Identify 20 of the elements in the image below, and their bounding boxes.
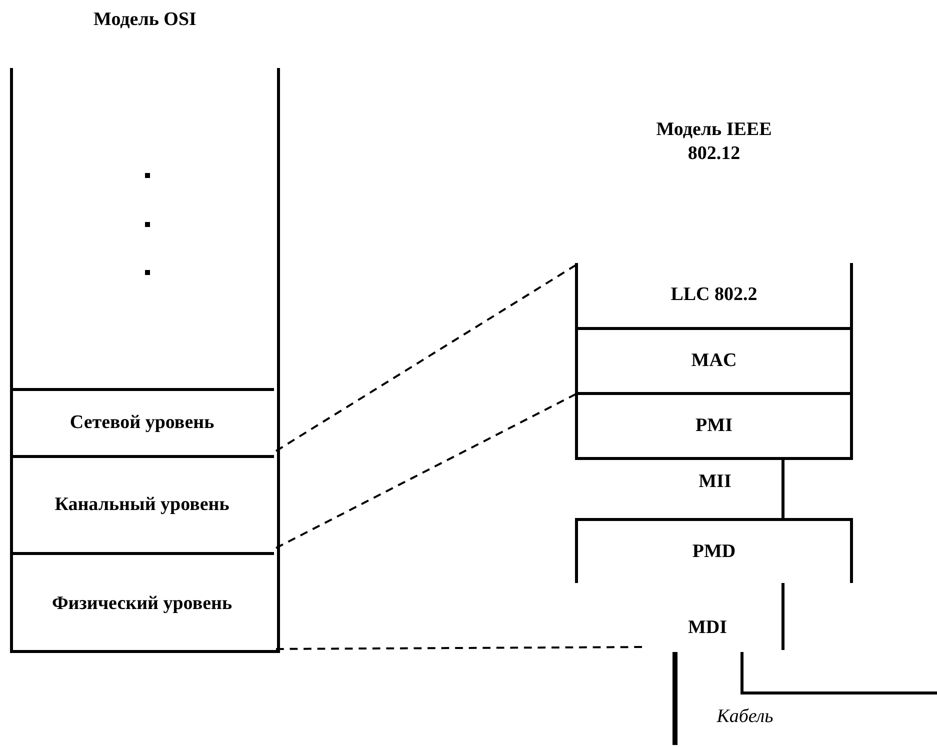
layer-label: MAC — [690, 349, 738, 373]
cable-label: Кабель — [716, 705, 774, 729]
layer-label: Физический уровень — [50, 592, 234, 616]
layer-label: Канальный уровень — [54, 493, 230, 517]
layer-label: Сетевой уровень — [68, 411, 216, 435]
layer-box — [575, 518, 853, 583]
layer-label: LLC 802.2 — [670, 283, 758, 307]
connector-line — [782, 460, 784, 518]
stack-title: Модель OSI — [92, 8, 198, 32]
stack-title: Модель IEEE 802.12 — [655, 118, 773, 166]
connector-line — [276, 393, 576, 549]
layer-box — [575, 392, 853, 460]
interface-label: MII — [698, 470, 732, 494]
connector-line — [275, 264, 577, 452]
connector-line — [276, 646, 642, 650]
layer-label: PMI — [694, 414, 734, 438]
layer-box — [575, 327, 853, 392]
layer-label: PMD — [691, 540, 737, 564]
layer-box — [575, 263, 853, 327]
layer-label: MDI — [686, 616, 728, 640]
